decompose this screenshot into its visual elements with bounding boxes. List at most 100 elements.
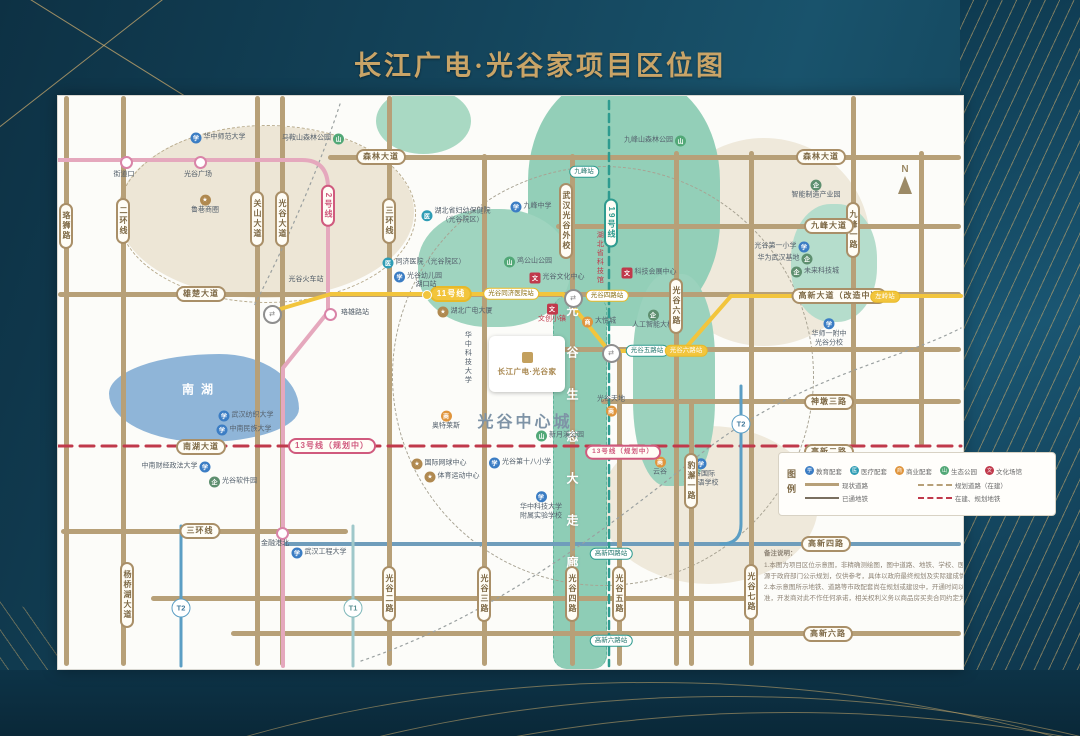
poi-park: 山鸡公山公园 [504,256,552,268]
culture-icon: 文 [546,303,558,315]
poi-label: 智能制造产业园 [791,191,841,199]
road [851,96,856,446]
legend-line-sample [805,483,839,486]
road-label-capsule: 关山大道 [250,191,264,247]
legend-line-sample [917,483,952,486]
notes-block: 备注说明：1.本图为项目区位示意图，非精确测绘图，图中道路、地铁、学校、医院等相… [764,548,964,604]
school-icon: 学 [218,410,230,422]
poi-school: 光谷第一小学学 [754,241,810,253]
metro-station-dot [275,526,289,540]
poi-label: 鸡公山公园 [517,257,552,265]
metro-station-pill: 光谷四路站 [585,289,629,303]
location-map: 珞狮路二环线关山大道光谷大道三环线光谷二路光谷三路光谷四路光谷五路光谷六路豹澥一… [57,95,964,670]
legend-item-label: 教育配套 [816,468,842,476]
tram-badge: T1 [343,598,363,618]
road [387,96,392,666]
poi-school: 学中南民族大学 [216,424,272,436]
road-label-capsule: 森林大道 [356,149,406,165]
road [255,96,260,666]
lake-label: 南湖 [181,382,221,397]
legend-line-label: 已通地铁 [842,495,868,503]
poi-label: 华师一附中光谷分校 [811,330,847,346]
poi-label: 光谷软件园 [222,477,257,485]
road-label-capsule: 光谷六路 [669,278,683,334]
poi-label: 科技会展中心 [634,268,677,276]
poi-label: 光谷第一小学 [754,242,797,250]
metro-station-label: 金融港北 [261,540,289,547]
metro-station-pill: 左岭站 [870,290,900,304]
legend-line-label: 现状道路 [842,482,868,490]
poi-school: 学光谷国际外国语学校 [684,458,719,488]
legend-item: 山生态公园 [940,466,977,476]
road [64,96,69,666]
metro-station-label: 珞雄路站 [341,309,369,316]
legend-item: 文文化场馆 [985,466,1022,476]
metro-station-pill: 高新四路站 [589,547,633,561]
school-icon: 学 [805,466,814,475]
poi-label: 湖北广电大厦 [450,307,493,315]
road [231,631,961,636]
road [556,224,961,229]
poi-label: 未来科技城 [804,267,839,275]
poi-label: 光谷幼儿园 [407,272,442,280]
poi-park: 马鞍山森林公园山 [282,133,344,145]
metro-line-2 [58,158,330,668]
poi-label: 中南财经政法大学 [141,462,198,470]
metro-station-label: 湖口站 [415,281,437,288]
poi-industry: 企未来科技城 [791,266,839,278]
school-icon: 学 [798,241,810,253]
metro-interchange-station: ⇄ [563,288,583,308]
legend-line-item: 在建、规划地铁 [917,493,1049,503]
legend-item-label: 文化场馆 [996,468,1022,476]
legend-item: 医医疗配套 [850,466,887,476]
school-icon: 学 [199,461,211,473]
legend-line-sample [917,496,952,499]
road-label-capsule: 光谷二路 [382,566,396,622]
road [570,154,575,666]
metro-station-label: 街道口 [113,171,135,178]
poi-park: 九峰山森林公园山 [624,135,686,147]
hospital-icon: 医 [421,210,433,222]
landmark-icon: ★ [411,458,423,470]
road-label-capsule: 神墩三路 [804,394,854,410]
poi-school: 学华中师范大学 [190,132,246,144]
road-label-capsule: 高新六路 [803,626,853,642]
park-icon: 山 [675,135,686,147]
poi-school: 学光谷幼儿园 [394,271,442,283]
poi-school: 学华中科技大学附属实验学校 [520,491,562,521]
road-label-capsule: 珞狮路 [59,203,73,249]
notes-line: 2.本示意图所示地铁、道路等市政配套尚在规划或建设中，开通时间以政府部门公布为准… [764,584,964,603]
poi-label: 鲁巷商圈 [191,206,219,214]
tram-badge: T2 [171,598,191,618]
poi-label: 华中科技大学附属实验学校 [520,503,562,519]
road [121,96,126,666]
road-label-capsule: 光谷五路 [612,566,626,622]
metro-station-pill: 光谷六路站 [664,344,708,358]
poi-label: 光谷天地 [597,395,625,403]
road-label-capsule: 武汉光谷外校 [559,183,573,259]
hospital-icon: 医 [850,466,859,475]
project-logo-icon [521,351,533,363]
poi-culture: 文科技会展中心 [621,267,677,279]
legend-item: 学教育配套 [805,466,842,476]
metro-station-pill: 光谷同济医院站 [483,287,539,301]
metro-line-capsule: 2号线 [321,184,335,228]
poi-hospital: 医同济医院（光谷院区） [382,257,466,269]
project-marker: 长江广电·光谷家 [489,336,565,392]
industry-icon: 企 [209,476,220,488]
school-icon: 学 [291,547,303,559]
poi-landmark: ★国际网球中心 [411,458,467,470]
legend-header: 图例 [786,469,796,499]
poi-label: 光谷国际外国语学校 [683,470,719,486]
school-icon: 学 [489,457,500,469]
poi-commercial: 商云谷 [653,456,667,478]
poi-industry: 企智能制造产业园 [791,179,841,201]
school-icon: 学 [535,491,547,503]
industry-icon: 企 [791,266,802,278]
metro-station-pill: 光谷五路站 [625,344,669,358]
metro-interchange-station: ⇄ [601,343,621,363]
poi-label: 中南民族大学 [229,425,272,433]
poi-label: 大悦城 [595,317,616,325]
